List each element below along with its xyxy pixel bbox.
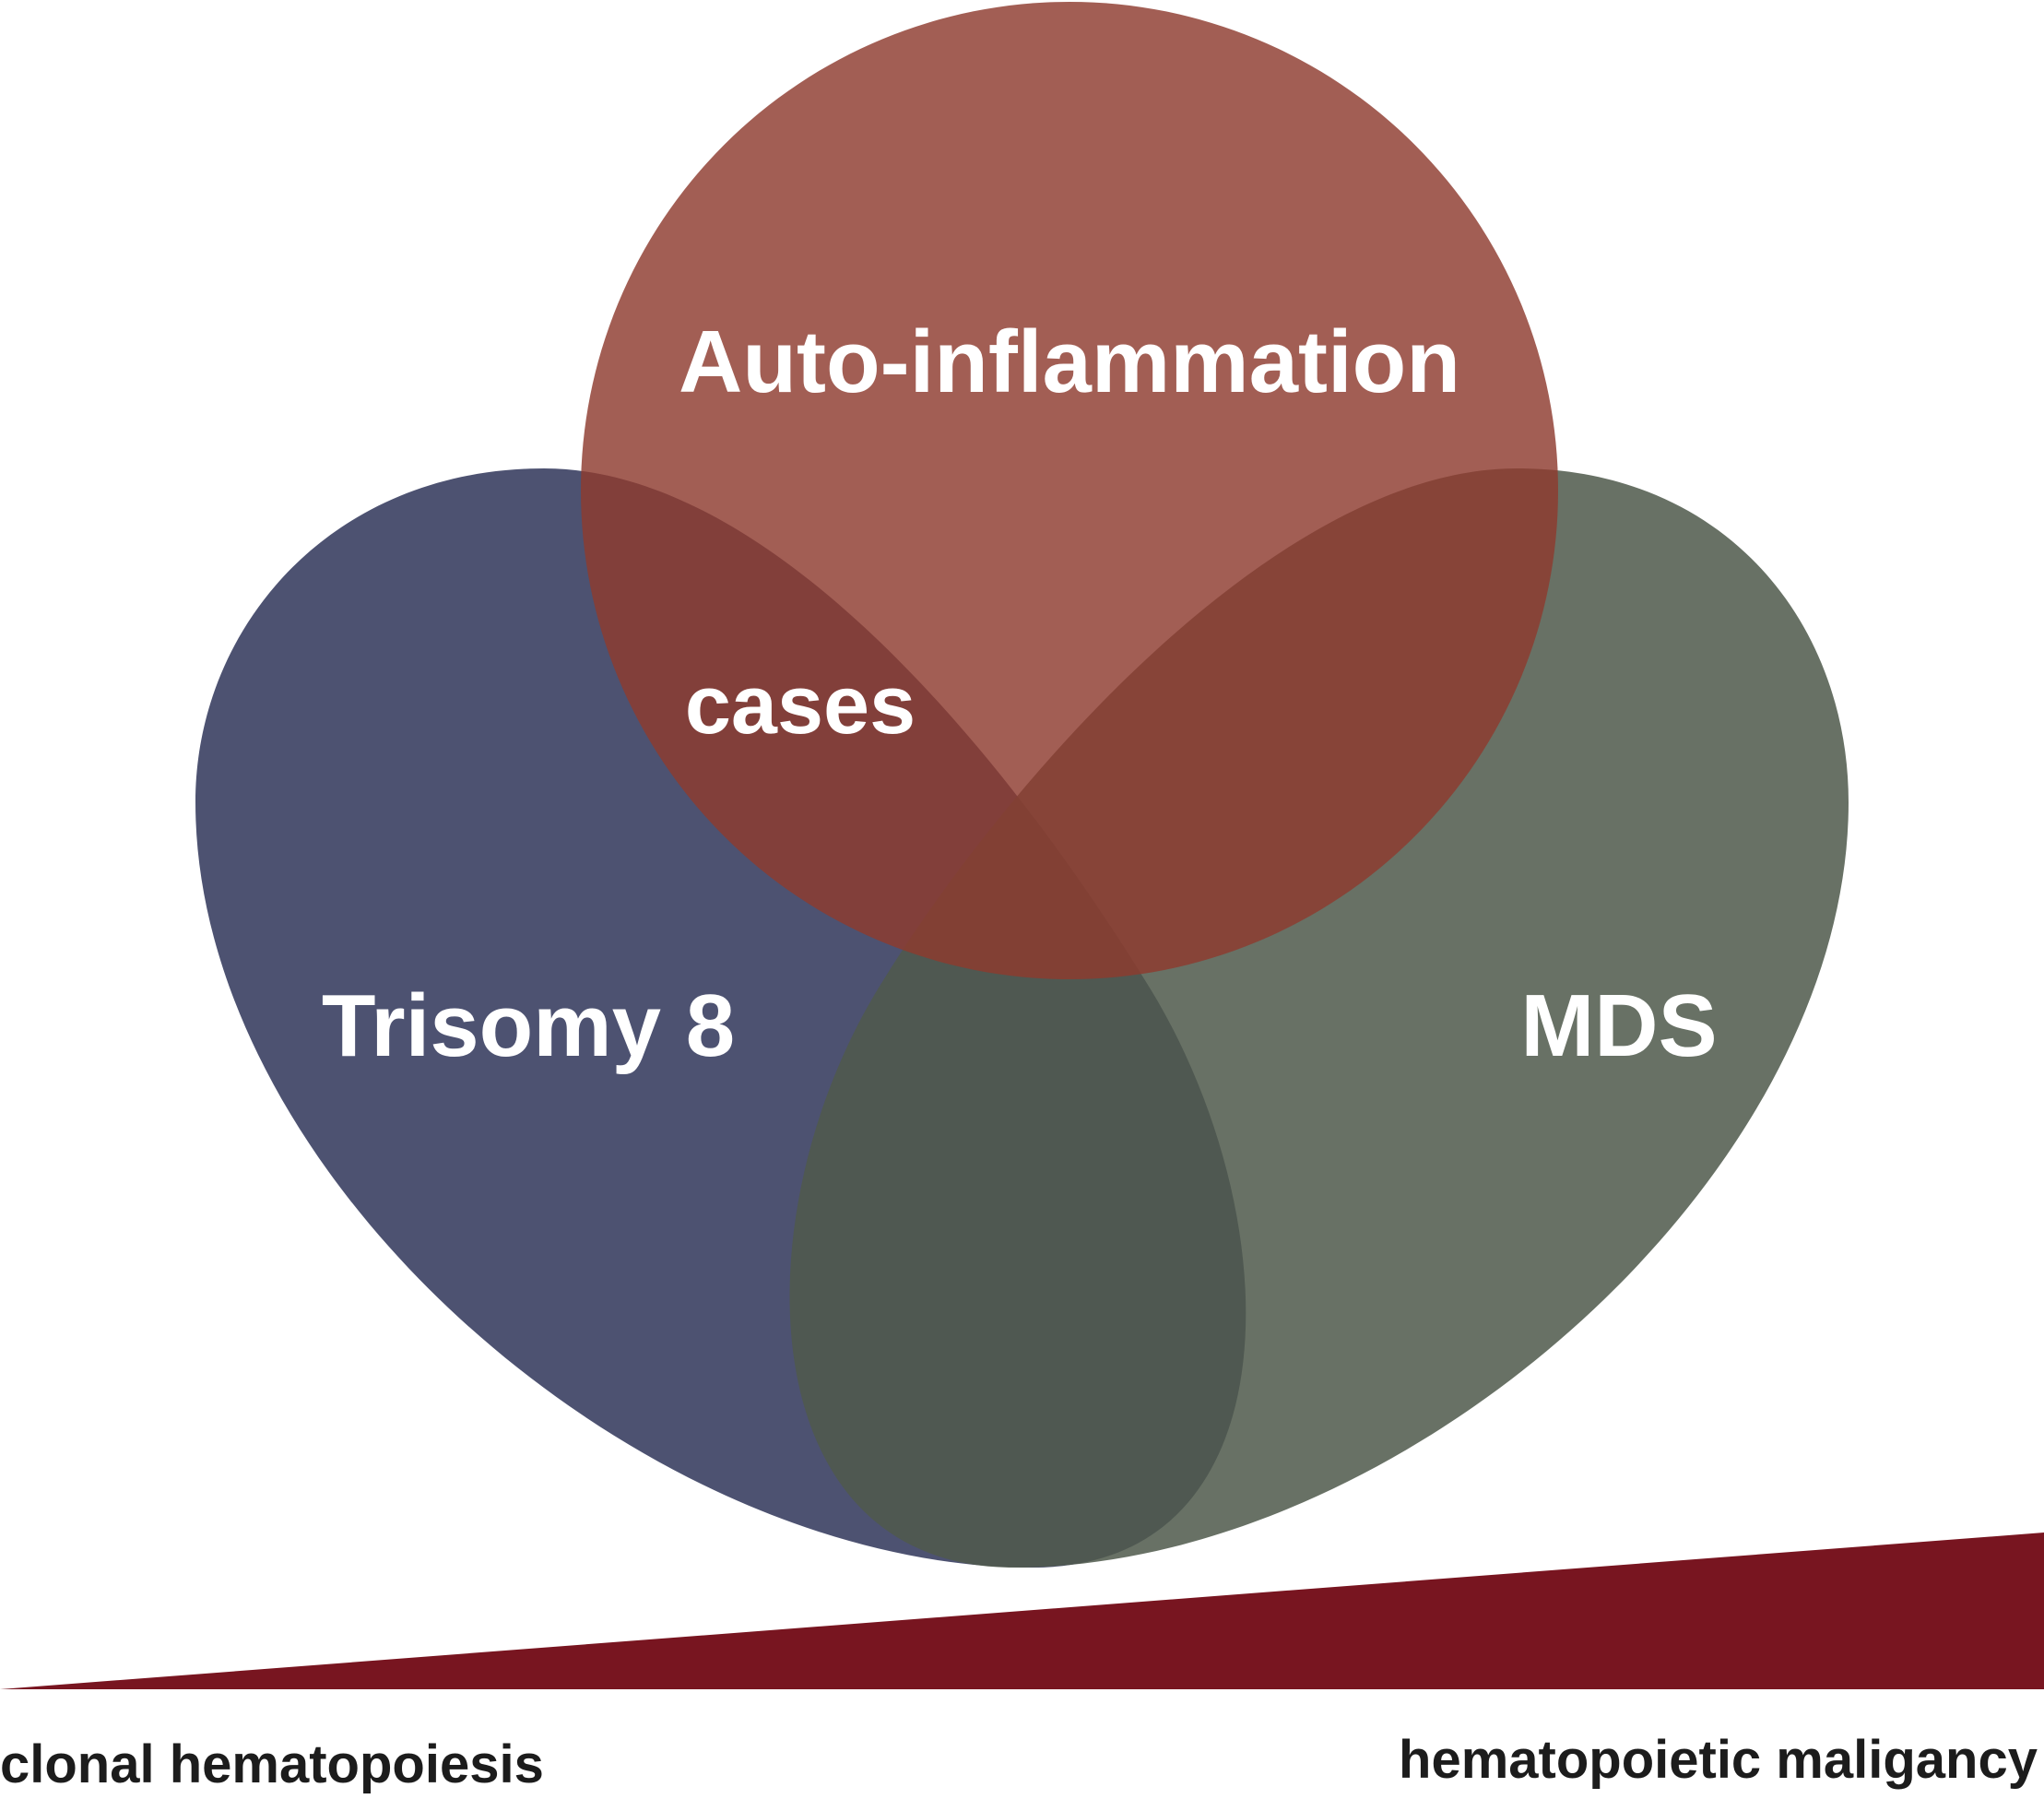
gradient-bar [0,1533,2044,1689]
mds-set [789,468,1849,1568]
intersection-label: cases [685,659,916,752]
axis-label-left: clonal hematopoiesis [0,1734,544,1794]
auto-inflammation-set [581,2,1558,979]
auto-inflammation-label: Auto-inflammation [679,313,1460,411]
axis-label-right: hematopoietic maligancy [1399,1730,2038,1790]
trisomy-8-label: Trisomy 8 [322,976,735,1075]
mds-label: MDS [1520,976,1717,1075]
